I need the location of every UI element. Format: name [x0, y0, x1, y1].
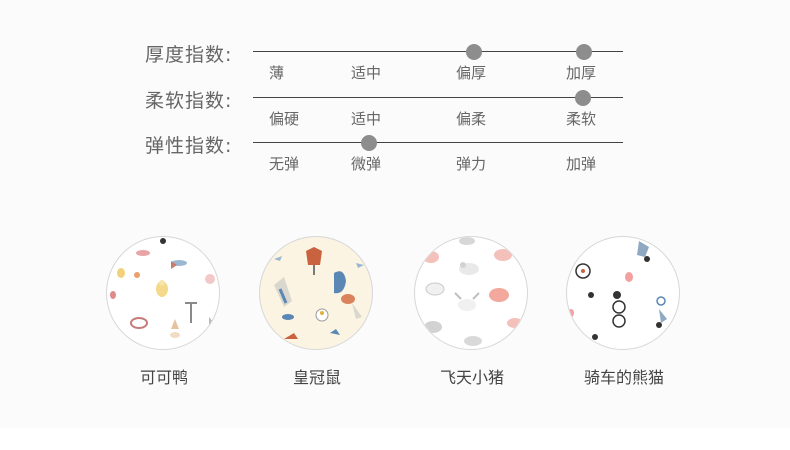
index-option: 弹力 — [456, 155, 487, 173]
product-spec-panel: 厚度指数: 薄 适中 偏厚 加厚 柔软指数: 偏硬 适中 偏柔 柔软 弹性指数:… — [0, 38, 790, 387]
pattern-name: 可可鸭 — [139, 368, 188, 387]
elasticity-index-row: 弹性指数: 无弹 微弹 弹力 加弹 — [0, 129, 790, 173]
index-label: 弹性指数: — [145, 135, 233, 157]
pattern-option[interactable]: 可可鸭 — [106, 236, 222, 387]
crown-mouse-pattern-swatch — [259, 236, 373, 350]
pattern-name: 皇冠鼠 — [292, 368, 341, 387]
index-option: 加弹 — [566, 155, 597, 173]
index-marker — [576, 44, 592, 60]
cycling-panda-pattern-swatch — [566, 236, 680, 350]
index-option: 适中 — [351, 110, 382, 128]
pattern-name: 飞天小猪 — [439, 368, 504, 387]
index-label: 柔软指数: — [145, 90, 233, 112]
index-option: 偏厚 — [456, 64, 487, 82]
index-option: 无弹 — [269, 155, 300, 173]
duck-pattern-swatch — [106, 236, 220, 350]
pattern-option[interactable]: 飞天小猪 — [414, 236, 530, 387]
softness-index-row: 柔软指数: 偏硬 适中 偏柔 柔软 — [0, 84, 790, 128]
index-option: 适中 — [351, 64, 382, 82]
index-option: 偏硬 — [269, 110, 300, 128]
pattern-option[interactable]: 骑车的熊猫 — [566, 236, 682, 387]
pattern-name: 骑车的熊猫 — [583, 368, 664, 387]
index-marker — [466, 44, 482, 60]
flying-pig-pattern-swatch — [414, 236, 528, 350]
index-option: 柔软 — [566, 110, 597, 128]
index-marker — [575, 90, 591, 106]
index-scale-line — [253, 97, 623, 98]
index-marker — [361, 135, 377, 151]
thickness-index-row: 厚度指数: 薄 适中 偏厚 加厚 — [0, 38, 790, 82]
index-option: 薄 — [269, 64, 285, 82]
index-label: 厚度指数: — [145, 44, 233, 66]
index-scale-line — [253, 51, 623, 52]
index-scale-line — [253, 142, 623, 143]
index-option: 微弹 — [351, 155, 382, 173]
pattern-option[interactable]: 皇冠鼠 — [259, 236, 375, 387]
index-option: 加厚 — [566, 64, 597, 82]
bottom-margin — [0, 428, 790, 450]
index-option: 偏柔 — [456, 110, 487, 128]
